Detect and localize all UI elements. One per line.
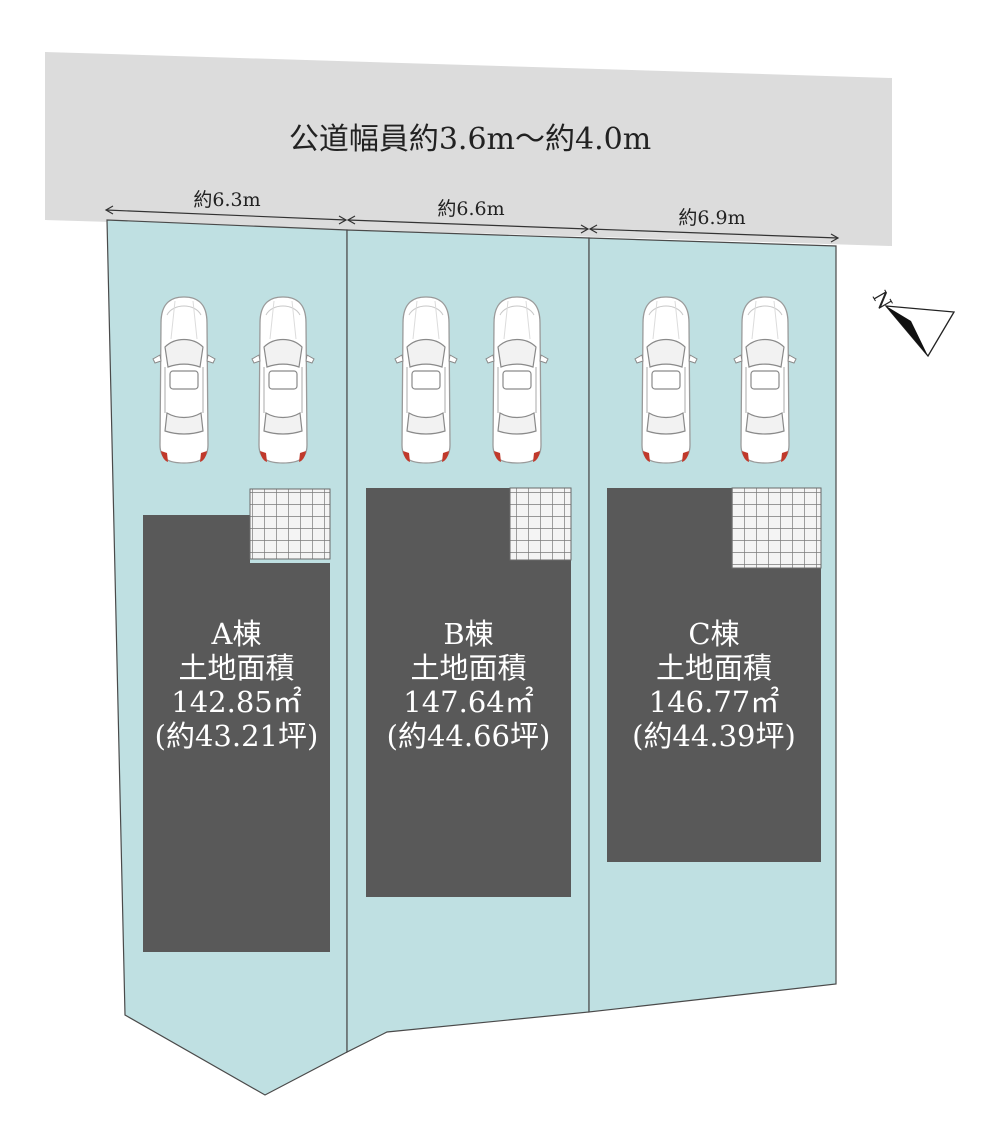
lot-area-sqm: 142.85㎡ (171, 685, 302, 719)
car-icon (733, 296, 797, 464)
frontage-label-a: 約6.3m (193, 189, 261, 211)
lot-area-title: 土地面積 (655, 651, 772, 685)
deck-a (249, 488, 331, 560)
lot-name: A棟 (211, 617, 262, 651)
lot-area-tsubo: (約44.39坪) (632, 719, 796, 753)
north-arrow-icon: N (868, 287, 956, 358)
lot-label-a: A棟 土地面積 142.85㎡ (約43.21坪) (143, 617, 330, 753)
lot-area-tsubo: (約43.21坪) (154, 719, 319, 753)
car-icon (394, 296, 458, 464)
deck-b (509, 487, 572, 561)
lot-name: B棟 (443, 617, 494, 651)
road-width-label: 公道幅員約3.6m～約4.0m (288, 122, 652, 157)
lot-area-title: 土地面積 (178, 651, 295, 685)
lot-label-b: B棟 土地面積 147.64㎡ (約44.66坪) (366, 617, 571, 753)
deck-c (731, 487, 822, 569)
lot-area-sqm: 147.64㎡ (403, 685, 534, 719)
lot-area-title: 土地面積 (410, 651, 527, 685)
car-icon (634, 296, 698, 464)
lot-area-sqm: 146.77㎡ (648, 685, 780, 719)
lot-area-tsubo: (約44.66坪) (386, 719, 551, 753)
building-a (143, 515, 330, 952)
car-icon (485, 296, 549, 464)
building-c (607, 488, 821, 862)
public-road (45, 52, 892, 246)
car-icon (251, 296, 315, 464)
frontage-label-b: 約6.6m (437, 198, 505, 220)
lot-label-c: C棟 土地面積 146.77㎡ (約44.39坪) (607, 617, 821, 753)
frontage-label-c: 約6.9m (678, 207, 746, 229)
lot-name: C棟 (688, 617, 740, 651)
car-icon (152, 296, 216, 464)
building-b (366, 488, 571, 897)
frontage-dimension-lines (104, 205, 840, 243)
